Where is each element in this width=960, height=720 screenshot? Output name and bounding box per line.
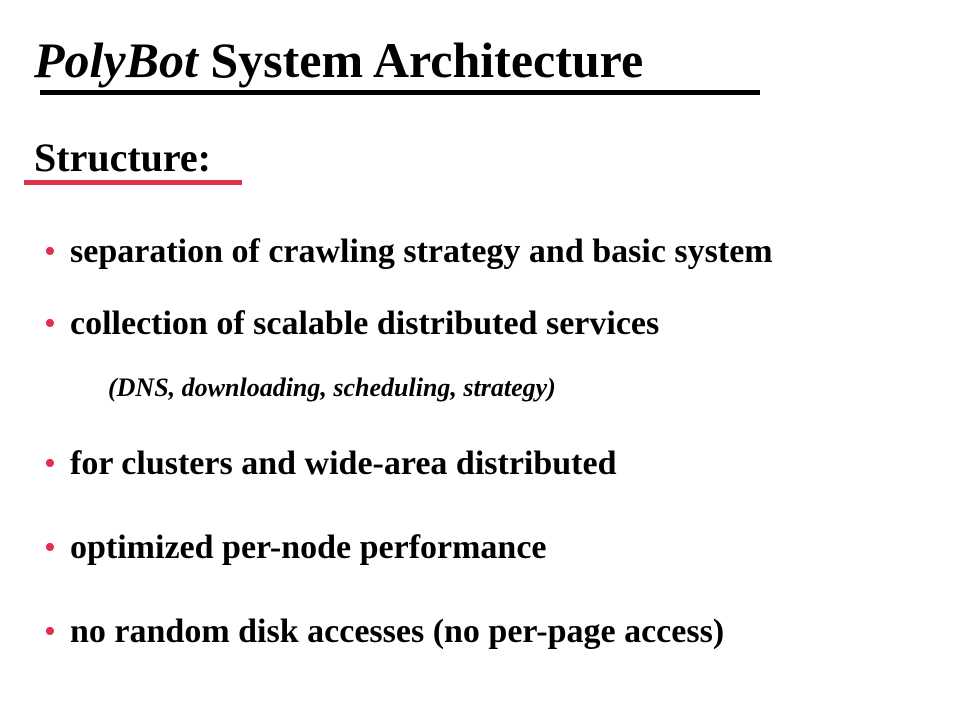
bullet-dot-icon: • [44,233,56,270]
bullet-text: separation of crawling strategy and basi… [70,233,773,270]
bullet-item: • optimized per-node performance [44,528,547,568]
bullet-item: • no random disk accesses (no per-page ac… [44,612,724,652]
bullet-text: for clusters and wide-area distributed [70,445,617,482]
bullet-item: • collection of scalable distributed serv… [44,304,659,344]
bullet-dot-icon: • [44,529,56,566]
slide-title: PolyBot System Architecture [34,30,643,90]
bullet-dot-icon: • [44,305,56,342]
title-rest: System Architecture [197,32,644,88]
bullet-dot-icon: • [44,445,56,482]
bullet-item: • for clusters and wide-area distributed [44,444,617,484]
title-underline [40,90,760,95]
bullet-text: collection of scalable distributed servi… [70,305,660,342]
bullet-sub-note: (DNS, downloading, scheduling, strategy) [108,373,556,402]
bullet-text: optimized per-node performance [70,529,547,566]
bullet-dot-icon: • [44,613,56,650]
bullet-item: • separation of crawling strategy and bas… [44,232,773,272]
bullet-text: no random disk accesses (no per-page acc… [70,613,725,650]
section-heading-underline [24,180,242,185]
section-heading: Structure: [34,135,211,180]
title-product-name: PolyBot [34,32,198,88]
